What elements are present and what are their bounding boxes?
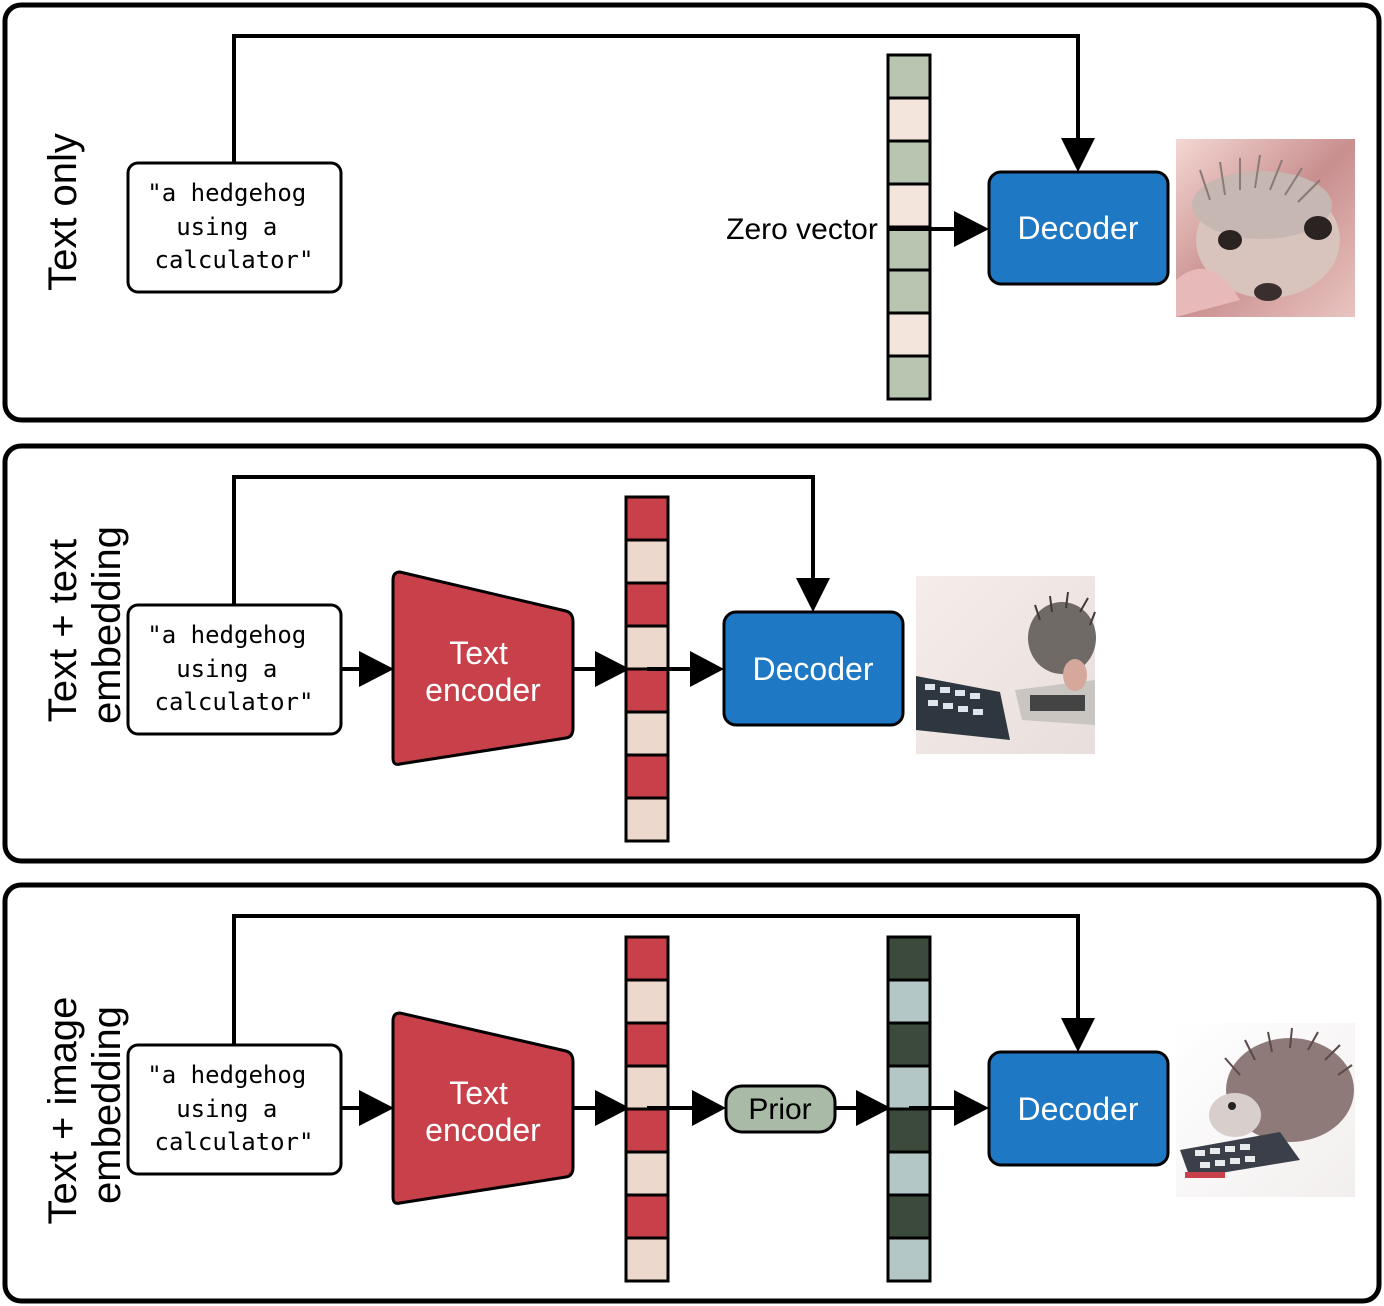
arrowhead <box>856 1090 891 1126</box>
vector-cell <box>624 581 670 628</box>
vector-cell <box>624 495 670 542</box>
panel-label: Text + text embedding <box>41 526 129 724</box>
vector-cell <box>886 96 932 143</box>
skip-connection-wire <box>232 34 1080 163</box>
vector-cell <box>624 538 670 585</box>
panel-image-embedding: Text + image embedding "a hedgehog using… <box>2 882 1382 1304</box>
text-embedding-vector <box>624 495 670 843</box>
skip-connection-wire <box>232 914 1080 1045</box>
panel-frame <box>2 2 1382 423</box>
prompt-text: "a hedgehog using a calculator" <box>147 179 320 274</box>
decoder-label: Decoder <box>1018 1091 1139 1127</box>
prompt-text: "a hedgehog using a calculator" <box>147 1061 320 1156</box>
prior-label: Prior <box>748 1093 811 1126</box>
arrowhead <box>954 1090 989 1126</box>
decoder-box <box>722 610 905 727</box>
vector-cell <box>886 1107 932 1154</box>
vector-cell <box>624 753 670 800</box>
decoder-label: Decoder <box>1018 210 1139 246</box>
arrowhead <box>796 578 830 612</box>
text-embedding-vector <box>624 935 670 1283</box>
decoder-box <box>987 170 1170 286</box>
arrowhead <box>359 651 394 687</box>
arrowhead <box>954 211 989 247</box>
vector-cell <box>624 1107 670 1154</box>
vector-cell <box>886 225 932 272</box>
text-encoder-shape <box>391 570 575 766</box>
vector-cell <box>624 1193 670 1240</box>
vector-cell <box>624 1064 670 1111</box>
vector-cell <box>624 796 670 843</box>
output-image-hedgehog-with-calculator <box>916 576 1096 754</box>
zero-vector-label: Zero vector <box>726 213 878 246</box>
arrowhead <box>595 1090 630 1126</box>
vector-cell <box>624 978 670 1025</box>
vector-cell <box>886 268 932 315</box>
vector-cell <box>624 667 670 714</box>
arrowhead <box>1061 1018 1095 1052</box>
vector-cell <box>886 354 932 401</box>
vector-cell <box>886 978 932 1025</box>
vector-cell <box>886 182 932 229</box>
vector-cell <box>886 1236 932 1283</box>
output-image-hedgehog-on-calculator <box>1176 1023 1355 1197</box>
vector-cell <box>624 1236 670 1283</box>
arrowhead <box>692 1090 726 1126</box>
vector-cell <box>886 1193 932 1240</box>
prompt-text: "a hedgehog using a calculator" <box>147 621 320 716</box>
vector-cell <box>886 1021 932 1068</box>
vector-cell <box>624 1021 670 1068</box>
vector-cell <box>886 311 932 358</box>
zero-vector <box>886 53 932 401</box>
arrowhead <box>1061 138 1095 172</box>
arrowhead <box>690 651 724 687</box>
skip-connection-wire <box>232 475 815 605</box>
panel-text-only: Text only "a hedgehog using a calculator… <box>2 2 1382 423</box>
vector-cell <box>886 1064 932 1111</box>
vector-cell <box>624 1150 670 1197</box>
vector-cell <box>886 53 932 100</box>
output-image-hedgehog-in-hand <box>1176 139 1355 317</box>
text-encoder-label: Text encoder <box>425 1075 541 1148</box>
arrowhead <box>595 651 630 687</box>
image-embedding-vector <box>886 935 932 1283</box>
arrowhead <box>359 1090 394 1126</box>
vector-cell <box>624 710 670 757</box>
vector-cell <box>886 1150 932 1197</box>
vector-cell <box>624 935 670 982</box>
vector-cell <box>624 624 670 671</box>
panel-label: Text + image embedding <box>41 985 129 1224</box>
text-encoder-shape <box>391 1011 575 1205</box>
vector-cell <box>886 935 932 982</box>
panel-label: Text only <box>41 133 85 291</box>
decoder-box <box>987 1050 1170 1167</box>
decoder-label: Decoder <box>753 651 874 687</box>
text-encoder-label: Text encoder <box>425 635 541 708</box>
vector-cell <box>886 139 932 186</box>
panel-text-embedding: Text + text embedding "a hedgehog using … <box>2 443 1382 864</box>
